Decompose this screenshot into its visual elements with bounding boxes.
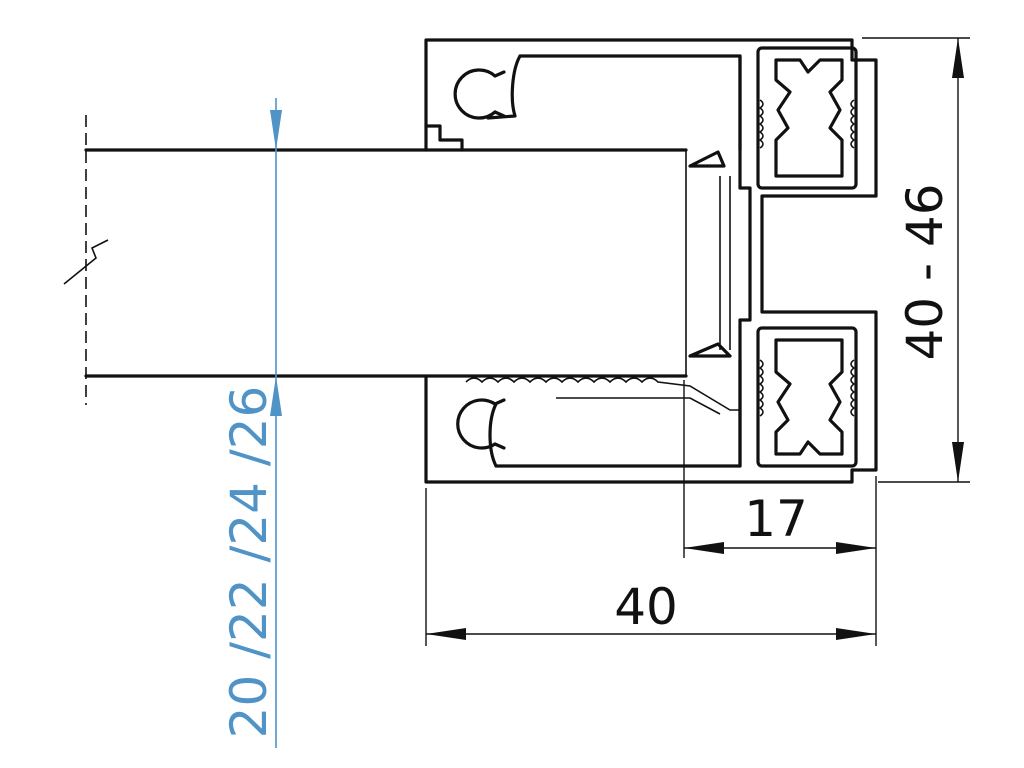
central-web xyxy=(738,54,752,468)
wedge-bottom xyxy=(688,342,732,358)
vertical-gasket xyxy=(719,176,731,350)
screw-port-top xyxy=(453,68,506,120)
dimension-label-width-inner: 17 xyxy=(744,490,808,548)
dimension-label-glass-thickness: 20 /22 /24 /26 xyxy=(220,386,278,739)
profile-top-lip xyxy=(424,124,464,152)
dimension-height: 40 - 46 xyxy=(862,37,970,483)
clip-top xyxy=(756,46,858,190)
dimension-glass-thickness: 20 /22 /24 /26 xyxy=(220,98,282,748)
screw-port-bottom xyxy=(456,398,506,450)
glass-pane xyxy=(63,115,688,405)
dimension-label-height: 40 - 46 xyxy=(896,183,954,360)
profile-outer-contour xyxy=(424,38,878,484)
top-chamber xyxy=(486,54,742,152)
dimension-label-width-total: 40 xyxy=(614,578,678,636)
glazing-gasket-bottom xyxy=(465,377,740,411)
dimension-width-inner: 17 xyxy=(683,380,876,558)
clip-bottom xyxy=(756,326,858,468)
break-symbol xyxy=(63,239,109,285)
wedge-top xyxy=(688,150,726,168)
gasket-tail xyxy=(556,397,721,415)
dimension-width-total: 40 xyxy=(425,476,877,646)
